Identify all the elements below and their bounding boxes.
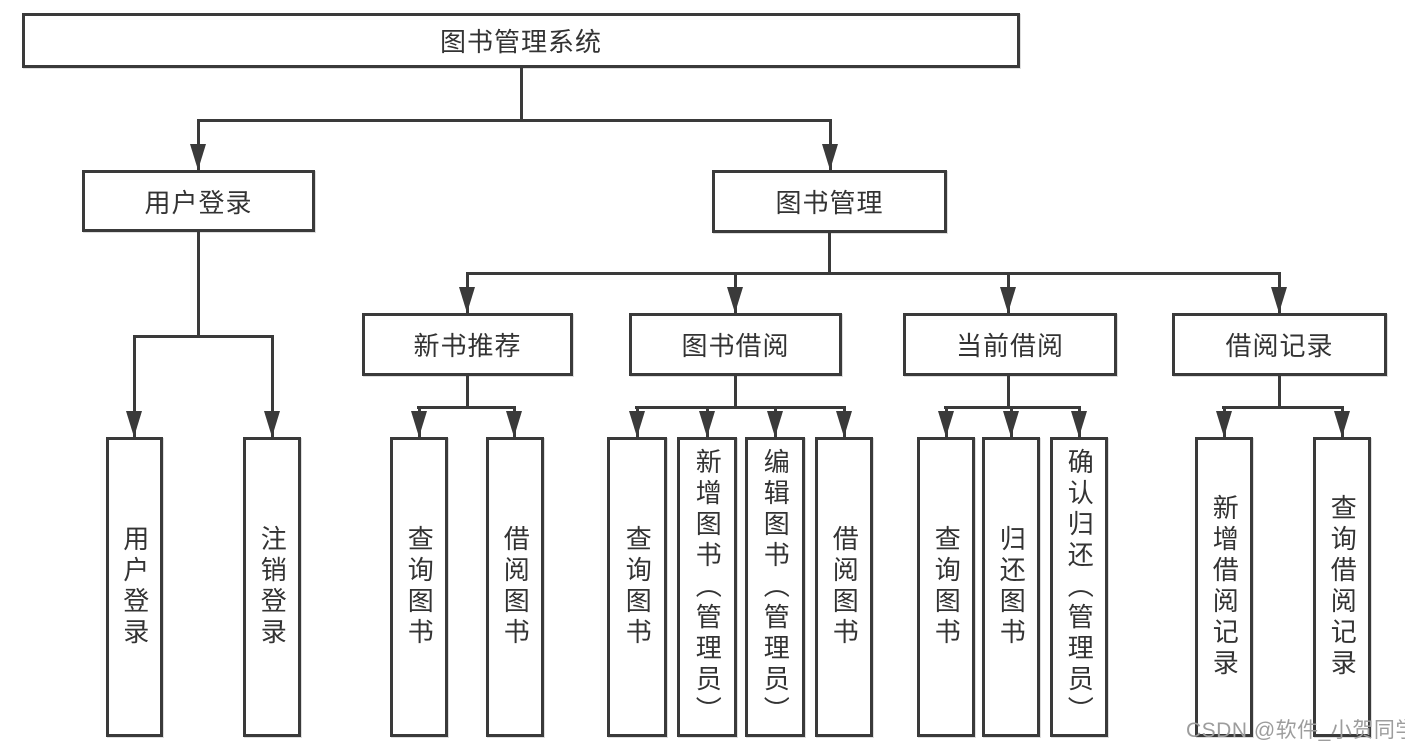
leaf-label: 用户登录 (119, 525, 150, 649)
leaf-label: 归还图书 (996, 525, 1027, 649)
arrowhead-user-login (190, 144, 206, 170)
node-leaf-query-books-2: 查询图书 (607, 437, 667, 737)
arrowhead-new-books (459, 287, 475, 313)
leaf-label: 编辑图书（管理员） (760, 447, 791, 727)
arrowhead-g1-c2 (506, 411, 522, 437)
node-leaf-add-book-admin: 新增图书（管理员） (677, 437, 737, 737)
connector-g2-rail (635, 406, 845, 409)
arrowhead-g3-c1 (938, 411, 954, 437)
arrowhead-book-mgmt (822, 144, 838, 170)
csdn-watermark: CSDN @软件_小贺同学 (1186, 719, 1405, 742)
node-user-login: 用户登录 (82, 170, 315, 232)
arrowhead-g2-c2 (699, 411, 715, 437)
node-current-borrowing: 当前借阅 (903, 313, 1117, 376)
arrowhead-g3-c3 (1071, 411, 1087, 437)
node-leaf-logout: 注销登录 (243, 437, 301, 737)
node-leaf-edit-book-admin: 编辑图书（管理员） (745, 437, 805, 737)
connector-g4-drop (1278, 376, 1281, 407)
node-leaf-user-login: 用户登录 (106, 437, 163, 737)
node-leaf-query-books-3: 查询图书 (917, 437, 975, 737)
connector-root-drop (520, 68, 523, 119)
connector-level3-rail (466, 272, 1281, 275)
arrowhead-borrow-records (1271, 287, 1287, 313)
arrowhead-g4-c2 (1334, 411, 1350, 437)
connector-g2-drop (734, 376, 737, 406)
node-borrowing-records: 借阅记录 (1172, 313, 1387, 376)
leaf-label: 新增借阅记录 (1209, 494, 1240, 680)
arrowhead-login-leaf (126, 411, 142, 437)
connector-g4-rail (1222, 406, 1344, 409)
leaf-label: 借阅图书 (500, 525, 531, 649)
connector-g1-drop (466, 376, 469, 406)
leaf-label: 确认归还（管理员） (1064, 447, 1095, 727)
node-leaf-borrow-books-1: 借阅图书 (486, 437, 544, 737)
leaf-label: 注销登录 (257, 525, 288, 649)
node-leaf-add-borrow-record: 新增借阅记录 (1195, 437, 1253, 737)
leaf-label: 新增图书（管理员） (692, 447, 723, 727)
arrowhead-g3-c2 (1003, 411, 1019, 437)
connector-level2-rail (197, 119, 832, 122)
node-leaf-query-books-1: 查询图书 (390, 437, 448, 737)
node-library-system: 图书管理系统 (22, 13, 1020, 68)
arrowhead-current-borrow (1000, 287, 1016, 313)
connector-g1-rail (417, 406, 515, 409)
node-leaf-borrow-books-2: 借阅图书 (815, 437, 873, 737)
leaf-label: 查询借阅记录 (1327, 494, 1358, 680)
arrowhead-g2-c3 (767, 411, 783, 437)
node-book-borrowing: 图书借阅 (629, 313, 842, 376)
connector-g3-drop (1007, 376, 1010, 407)
arrowhead-g2-c4 (836, 411, 852, 437)
arrowhead-g1-c1 (411, 411, 427, 437)
connector-user-login-rail (133, 335, 274, 338)
leaf-label: 查询图书 (622, 525, 653, 649)
connector-user-login-drop (197, 232, 200, 335)
leaf-label: 查询图书 (404, 525, 435, 649)
leaf-label: 借阅图书 (829, 525, 860, 649)
node-leaf-query-borrow-record: 查询借阅记录 (1313, 437, 1371, 737)
arrowhead-logout-leaf (264, 411, 280, 437)
connector-login-leaf-shaft (133, 335, 136, 437)
node-new-book-recommend: 新书推荐 (362, 313, 573, 376)
leaf-label: 查询图书 (931, 525, 962, 649)
connector-logout-leaf-shaft (271, 335, 274, 437)
connector-book-mgmt-drop (828, 233, 831, 272)
arrowhead-g4-c1 (1216, 411, 1232, 437)
arrowhead-book-borrow (727, 287, 743, 313)
node-book-management: 图书管理 (712, 170, 947, 233)
arrowhead-g2-c1 (629, 411, 645, 437)
node-leaf-confirm-return-admin: 确认归还（管理员） (1050, 437, 1108, 737)
node-leaf-return-book: 归还图书 (982, 437, 1040, 737)
